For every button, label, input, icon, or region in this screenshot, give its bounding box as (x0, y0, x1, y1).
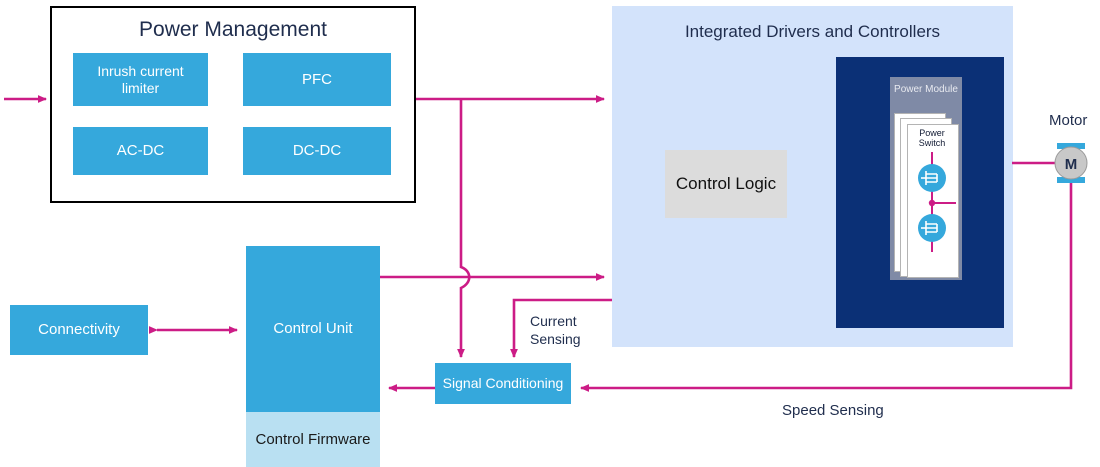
motor-label: Motor (1049, 112, 1088, 129)
control-firmware-box[interactable]: Control Firmware (246, 412, 380, 467)
power-management-title: Power Management (139, 17, 327, 41)
block-inrush-current-limiter[interactable]: Inrush current limiter (73, 53, 208, 106)
integrated-drivers-title: Integrated Drivers and Controllers (684, 22, 941, 42)
control-logic-box[interactable]: Control Logic (665, 150, 787, 218)
block-pfc[interactable]: PFC (243, 53, 391, 106)
motor-symbol[interactable]: M (1054, 143, 1088, 183)
motor-symbol-letter: M (1065, 156, 1078, 173)
signal-conditioning-box[interactable]: Signal Conditioning (435, 363, 571, 404)
connectivity-box[interactable]: Connectivity (10, 305, 148, 355)
current-sensing-label: Current Sensing (530, 313, 581, 347)
wire-pm-to-signal-vertical (457, 99, 471, 358)
block-dc-dc[interactable]: DC-DC (243, 127, 391, 175)
block-ac-dc[interactable]: AC-DC (73, 127, 208, 175)
control-unit-box[interactable]: Control Unit (246, 246, 380, 412)
power-module-title: Power Module (894, 84, 958, 95)
power-switch-label: Power Switch (918, 128, 946, 148)
speed-sensing-label: Speed Sensing (782, 402, 884, 419)
